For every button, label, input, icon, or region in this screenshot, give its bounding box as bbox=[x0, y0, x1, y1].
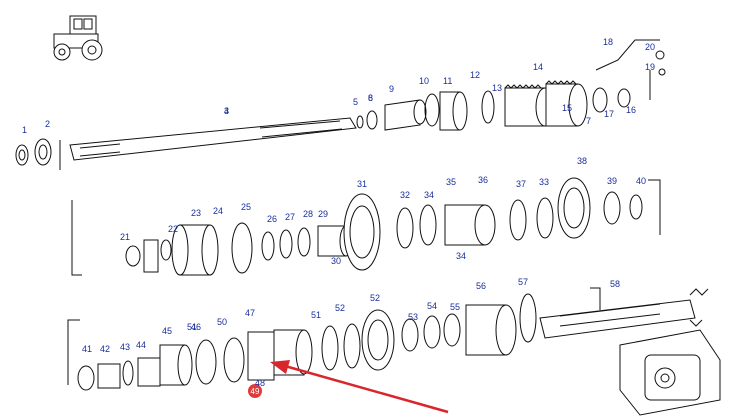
panel-middle bbox=[71, 179, 661, 276]
part-label-1: 1 bbox=[22, 125, 27, 135]
part-label-36: 36 bbox=[478, 175, 488, 185]
part-label-41: 41 bbox=[82, 344, 92, 354]
part-label-34: 34 bbox=[456, 251, 466, 261]
part-label-8: 8 bbox=[368, 93, 373, 103]
tractor-icon bbox=[53, 15, 103, 61]
part-label-22: 22 bbox=[168, 224, 178, 234]
part-label-57: 57 bbox=[518, 277, 528, 287]
part-label-29: 29 bbox=[318, 209, 328, 219]
part-label-11: 11 bbox=[443, 76, 452, 86]
part-label-5: 5 bbox=[353, 97, 358, 107]
part-label-52: 52 bbox=[370, 293, 380, 303]
part-label-7: 7 bbox=[586, 116, 591, 126]
part-label-44: 44 bbox=[136, 340, 146, 350]
part-label-34: 34 bbox=[424, 190, 434, 200]
part-label-26: 26 bbox=[267, 214, 277, 224]
part-label-33: 33 bbox=[539, 177, 549, 187]
part-label-52: 52 bbox=[335, 303, 345, 313]
part-label-3: 3 bbox=[224, 106, 229, 116]
gearbox-housing-icon bbox=[619, 329, 721, 416]
part-label-39: 39 bbox=[607, 176, 617, 186]
part-label-17: 17 bbox=[604, 109, 614, 119]
part-label-15: 15 bbox=[562, 103, 572, 113]
middle-shaft-assembly bbox=[125, 177, 643, 276]
part-label-50: 50 bbox=[217, 317, 227, 327]
part-label-14: 14 bbox=[533, 62, 543, 72]
part-label-47: 47 bbox=[245, 308, 255, 318]
part-label-56: 56 bbox=[476, 281, 486, 291]
part-label-42: 42 bbox=[100, 344, 110, 354]
part-label-35: 35 bbox=[446, 177, 456, 187]
part-label-54: 54 bbox=[427, 301, 437, 311]
bottom-shaft-assembly: 49 bbox=[77, 288, 709, 398]
part-label-27: 27 bbox=[285, 212, 295, 222]
part-label-46: 46 bbox=[191, 322, 201, 332]
part-label-51: 51 bbox=[187, 322, 197, 332]
highlighted-part-label: 49 bbox=[251, 387, 260, 396]
part-label-19: 19 bbox=[645, 62, 655, 72]
part-label-9: 9 bbox=[389, 84, 394, 94]
part-label-2: 2 bbox=[45, 119, 50, 129]
panel-bottom bbox=[67, 287, 601, 385]
part-label-45: 45 bbox=[162, 326, 172, 336]
part-label-4: 4 bbox=[224, 106, 229, 116]
part-label-28: 28 bbox=[303, 209, 313, 219]
part-label-24: 24 bbox=[213, 206, 223, 216]
panel-top bbox=[59, 70, 651, 170]
part-label-38: 38 bbox=[577, 156, 587, 166]
highlight-arrow bbox=[270, 360, 449, 414]
part-label-48: 48 bbox=[255, 378, 265, 388]
part-label-21: 21 bbox=[120, 232, 130, 242]
highlighted-part-marker bbox=[248, 384, 262, 398]
part-label-20: 20 bbox=[645, 42, 655, 52]
part-label-40: 40 bbox=[636, 176, 646, 186]
part-label-23: 23 bbox=[191, 208, 201, 218]
part-label-16: 16 bbox=[626, 105, 636, 115]
part-label-25: 25 bbox=[241, 202, 251, 212]
part-label-31: 31 bbox=[357, 179, 367, 189]
part-label-37: 37 bbox=[516, 179, 526, 189]
part-label-13: 13 bbox=[492, 83, 502, 93]
top-shaft-assembly bbox=[15, 39, 666, 166]
part-label-18: 18 bbox=[603, 37, 613, 47]
part-label-10: 10 bbox=[419, 76, 429, 86]
part-label-58: 58 bbox=[610, 279, 620, 289]
part-label-55: 55 bbox=[450, 302, 460, 312]
part-label-30: 30 bbox=[331, 256, 341, 266]
part-label-53: 53 bbox=[408, 312, 418, 322]
part-label-12: 12 bbox=[470, 70, 480, 80]
part-label-32: 32 bbox=[400, 190, 410, 200]
part-label-51: 51 bbox=[311, 310, 321, 320]
part-label-43: 43 bbox=[120, 342, 130, 352]
part-label-6: 6 bbox=[368, 93, 373, 103]
